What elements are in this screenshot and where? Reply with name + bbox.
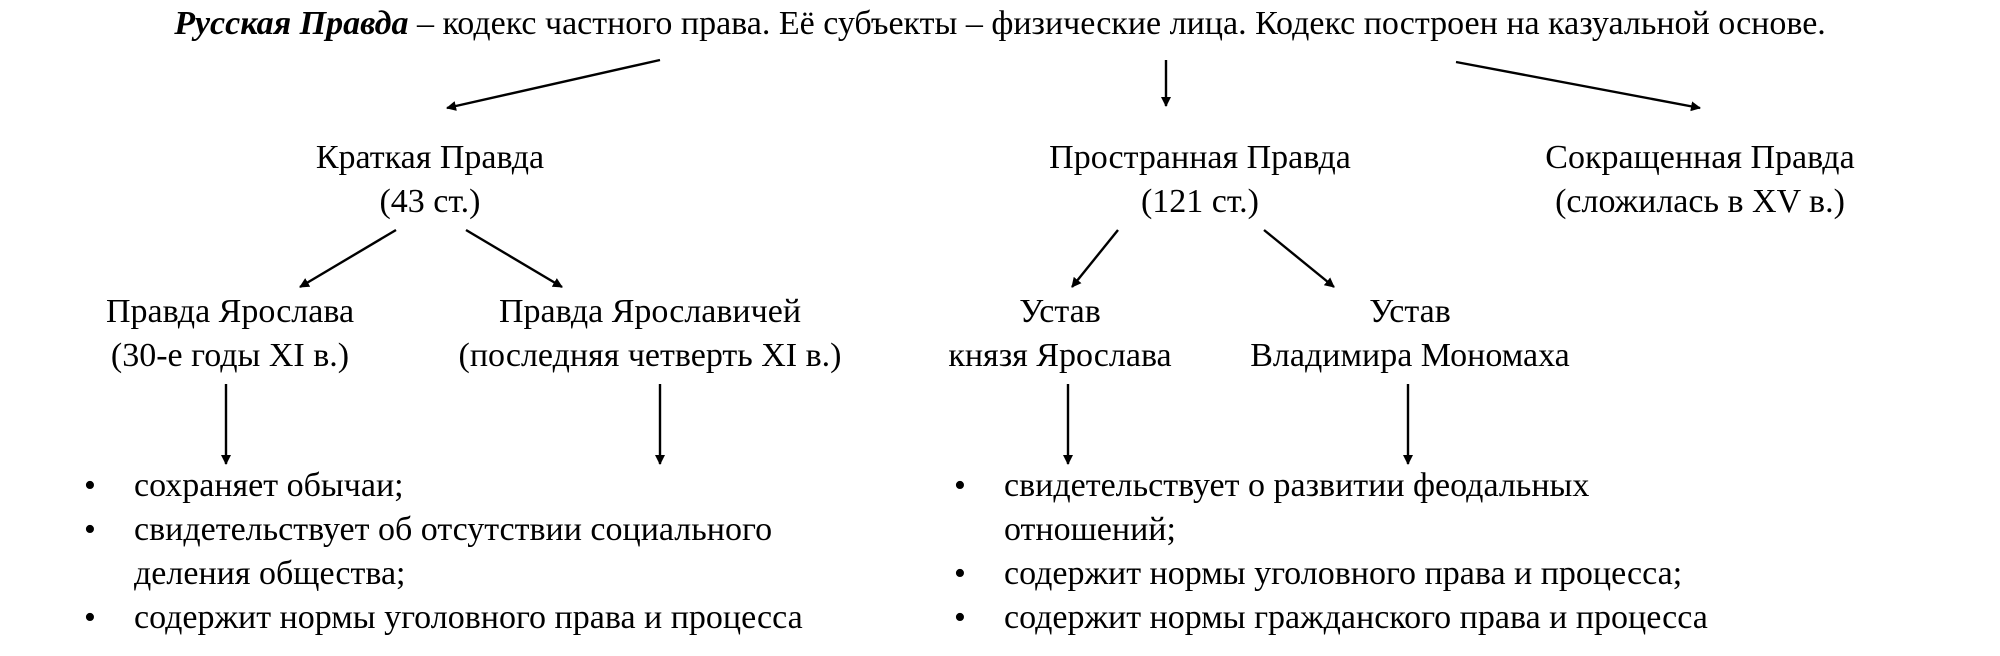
node-ustav-yaroslava-line2: князя Ярослава (948, 337, 1172, 374)
node-pravda-yaroslava-date: (30-е годы XI в.) (110, 337, 350, 374)
list-item: • свидетельствует о развитии феодальных … (950, 464, 1708, 552)
list-item: • содержит нормы уголовного права и проц… (950, 552, 1708, 596)
node-kratkaya-name: Краткая Правда (315, 139, 545, 176)
arrow-kratkaya-to-yaroslava (299, 228, 397, 289)
node-ustav-monomakha-line2: Владимира Мономаха (1250, 337, 1570, 374)
node-prostrannaya-pravda: Пространная Правда (121 ст.) (1000, 136, 1400, 224)
node-pravda-yaroslava: Правда Ярослава (30-е годы XI в.) (50, 290, 410, 378)
bullet-marker: • (84, 467, 96, 504)
arrow-prostrannaya-to-ustav-monomakha (1263, 229, 1335, 288)
node-ustav-monomakha: Устав Владимира Мономаха (1210, 290, 1610, 378)
node-pravda-yaroslava-name: Правда Ярослава (105, 293, 355, 330)
list-item: • свидетельствует об отсутствии социальн… (80, 508, 803, 596)
bullet-list-kratkaya: • сохраняет обычаи; • свидетельствует об… (80, 464, 803, 640)
node-prostrannaya-articles: (121 ст.) (1140, 183, 1260, 220)
list-item: • содержит нормы гражданского права и пр… (950, 596, 1708, 640)
node-pravda-yaroslavichey: Правда Ярославичей (последняя четверть X… (420, 290, 880, 378)
title-definition: – кодекс частного права. Её субъекты – ф… (408, 5, 1826, 42)
node-sokraschennaya-pravda: Сокращенная Правда (сложилась в XV в.) (1500, 136, 1900, 224)
bullet-marker: • (954, 599, 966, 636)
node-pravda-yaroslavichey-name: Правда Ярославичей (498, 293, 802, 330)
node-pravda-yaroslavichey-date: (последняя четверть XI в.) (458, 337, 842, 374)
bullet-marker: • (954, 467, 966, 504)
node-sokraschennaya-name: Сокращенная Правда (1545, 139, 1855, 176)
arrow-title-to-sokraschennaya (1455, 60, 1701, 112)
node-sokraschennaya-date: (сложилась в XV в.) (1555, 183, 1845, 220)
arrow-title-to-kratkaya (446, 58, 661, 111)
node-prostrannaya-name: Пространная Правда (1049, 139, 1351, 176)
arrow-prostrannaya-to-ustav-yaroslava (1071, 229, 1119, 288)
bullet-marker: • (84, 511, 96, 548)
title-term: Русская Правда (174, 5, 409, 42)
bullet-list-prostrannaya: • свидетельствует о развитии феодальных … (950, 464, 1708, 640)
bullet-marker: • (84, 599, 96, 636)
diagram-title: Русская Правда – кодекс частного права. … (0, 2, 2000, 46)
bullet-marker: • (954, 555, 966, 592)
node-kratkaya-articles: (43 ст.) (379, 183, 481, 220)
node-ustav-yaroslava: Устав князя Ярослава (910, 290, 1210, 378)
node-ustav-monomakha-line1: Устав (1369, 293, 1451, 330)
node-kratkaya-pravda: Краткая Правда (43 ст.) (230, 136, 630, 224)
arrow-kratkaya-to-yaroslavichey (465, 228, 563, 289)
list-item: • содержит нормы уголовного права и проц… (80, 596, 803, 640)
list-item: • сохраняет обычаи; (80, 464, 803, 508)
node-ustav-yaroslava-line1: Устав (1019, 293, 1101, 330)
